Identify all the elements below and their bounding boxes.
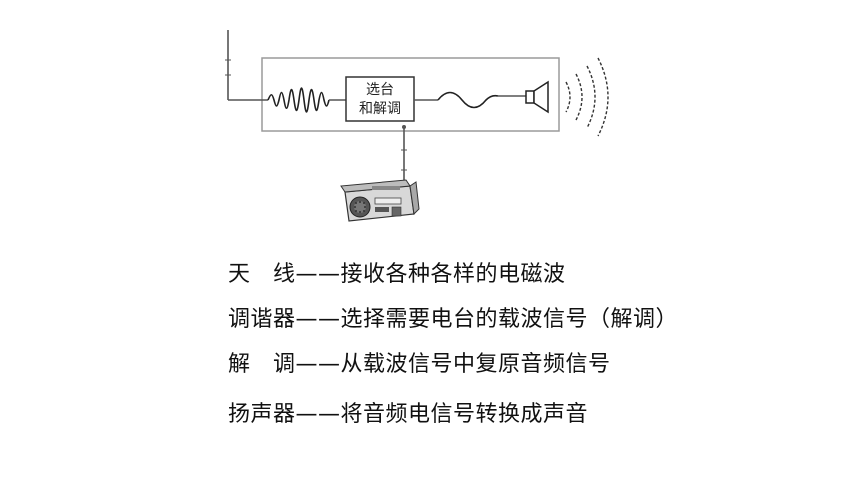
definition-description: 接收各种各样的电磁波 [340, 262, 566, 287]
speaker-icon [525, 80, 549, 114]
definition-description: 从载波信号中复原音频信号 [340, 352, 611, 377]
definition-term: 解 调 [228, 352, 296, 377]
audio-wave [437, 91, 499, 109]
definition-separator: —— [295, 352, 341, 377]
antenna-icon [225, 30, 268, 101]
definition-speaker: 扬声器——将音频电信号转换成声音 [228, 396, 588, 428]
definition-term: 扬声器 [228, 402, 296, 427]
definition-antenna: 天 线——接收各种各样的电磁波 [228, 256, 566, 288]
definition-description: 将音频电信号转换成声音 [340, 402, 589, 427]
definition-separator: —— [295, 262, 341, 287]
definition-separator: —— [295, 402, 341, 427]
box-label-line1: 选台 [366, 82, 394, 98]
radio-antenna-icon [401, 125, 407, 190]
box-label-line2: 和解调 [359, 101, 401, 117]
definition-separator: —— [295, 307, 341, 332]
radio-icon [340, 179, 420, 222]
radio-receiver-diagram: 选台 和解调 [225, 30, 609, 222]
definition-term: 天 线 [228, 262, 296, 287]
definition-term: 调谐器 [228, 307, 296, 332]
definition-description: 选择需要电台的载波信号（解调） [340, 307, 679, 332]
definition-demodulation: 解 调——从载波信号中复原音频信号 [228, 346, 611, 378]
modulated-wave [267, 87, 330, 113]
definition-tuner: 调谐器——选择需要电台的载波信号（解调） [228, 301, 678, 333]
receiver-frame [261, 57, 560, 132]
sound-waves-icon [565, 57, 609, 137]
tuning-demod-box [345, 76, 415, 122]
